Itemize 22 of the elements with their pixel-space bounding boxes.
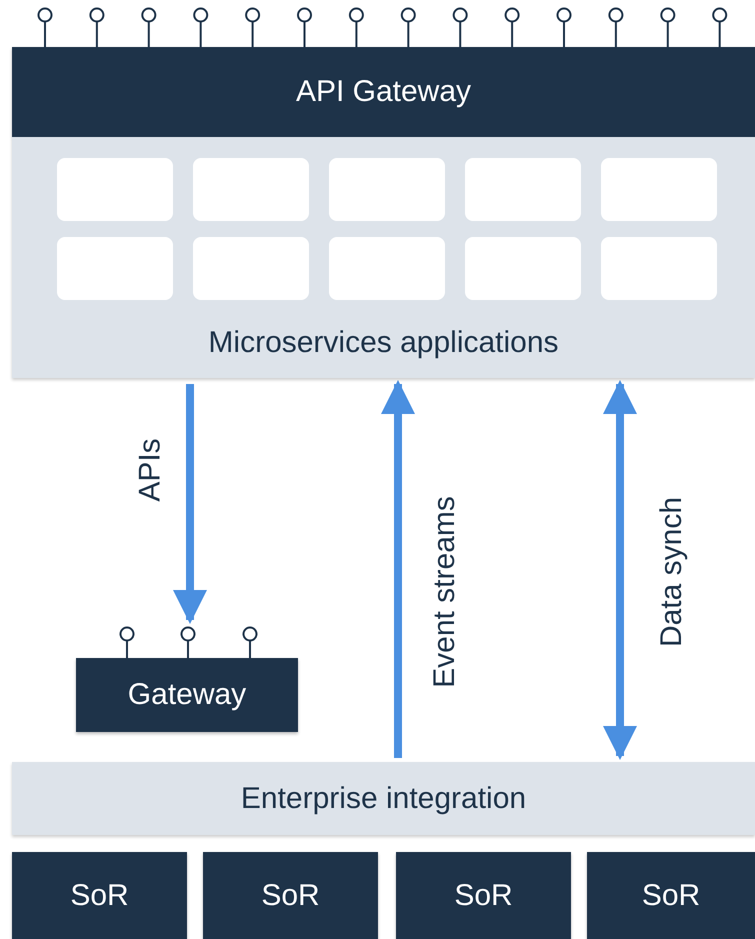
service-box	[57, 237, 173, 300]
arrow	[603, 380, 637, 760]
service-box	[329, 158, 445, 221]
system-box: SoR	[587, 852, 755, 939]
gateway-box: Gateway	[76, 658, 298, 732]
integration-bar: Enterprise integration	[12, 762, 755, 835]
service-box	[601, 237, 717, 300]
service-box	[601, 158, 717, 221]
arrow	[173, 384, 207, 624]
arrow	[381, 380, 415, 758]
gateway-bar: API Gateway	[12, 47, 755, 137]
service-box	[465, 237, 581, 300]
panel	[12, 137, 755, 378]
system-box: SoR	[12, 852, 187, 939]
panel-title: Microservices applications	[208, 326, 559, 360]
system-box: SoR	[203, 852, 378, 939]
service-box	[193, 158, 309, 221]
system-box: SoR	[396, 852, 571, 939]
service-box	[465, 158, 581, 221]
service-box	[57, 158, 173, 221]
service-box	[193, 237, 309, 300]
service-box	[329, 237, 445, 300]
